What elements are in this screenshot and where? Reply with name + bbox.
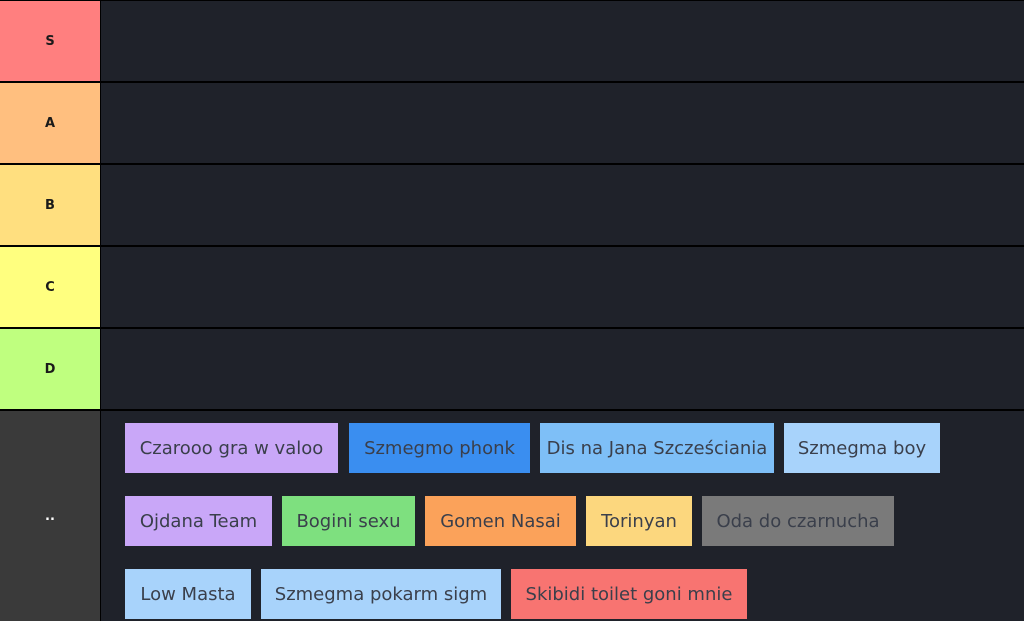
tier-item[interactable]: Skibidi toilet goni mnie [511,569,747,619]
tier-item[interactable]: Szmegmo phonk [349,423,530,473]
tier-item[interactable]: Czarooo gra w valoo [125,423,338,473]
tier-drop-zone-a[interactable] [101,83,1024,163]
tier-row-a: A [0,83,1024,163]
tier-drop-zone-d[interactable] [101,329,1024,409]
tier-row-d: D [0,329,1024,409]
unranked-pool-row: .. Czarooo gra w valoo Szmegmo phonk Dis… [0,411,1024,621]
tier-row-c: C [0,247,1024,327]
tier-item[interactable]: Szmegma boy [784,423,940,473]
tier-drop-zone-b[interactable] [101,165,1024,245]
tier-item[interactable]: Oda do czarnucha [702,496,894,546]
tier-item[interactable]: Bogini sexu [282,496,415,546]
unranked-pool-label: .. [0,411,100,621]
tier-row-s: S [0,1,1024,81]
tier-label-a[interactable]: A [0,83,100,163]
tier-item[interactable]: Gomen Nasai [425,496,576,546]
tier-label-b[interactable]: B [0,165,100,245]
tier-label-d[interactable]: D [0,329,100,409]
tier-item[interactable]: Szmegma pokarm sigm [261,569,501,619]
tier-item[interactable]: Torinyan [586,496,692,546]
tier-drop-zone-c[interactable] [101,247,1024,327]
tier-drop-zone-s[interactable] [101,1,1024,81]
tier-row-b: B [0,165,1024,245]
tier-item[interactable]: Ojdana Team [125,496,272,546]
tier-item[interactable]: Low Masta [125,569,251,619]
tier-label-s[interactable]: S [0,1,100,81]
tier-label-c[interactable]: C [0,247,100,327]
tier-item[interactable]: Dis na Jana Szcześciania [540,423,774,473]
unranked-pool-drop-zone[interactable]: Czarooo gra w valoo Szmegmo phonk Dis na… [101,411,1024,621]
